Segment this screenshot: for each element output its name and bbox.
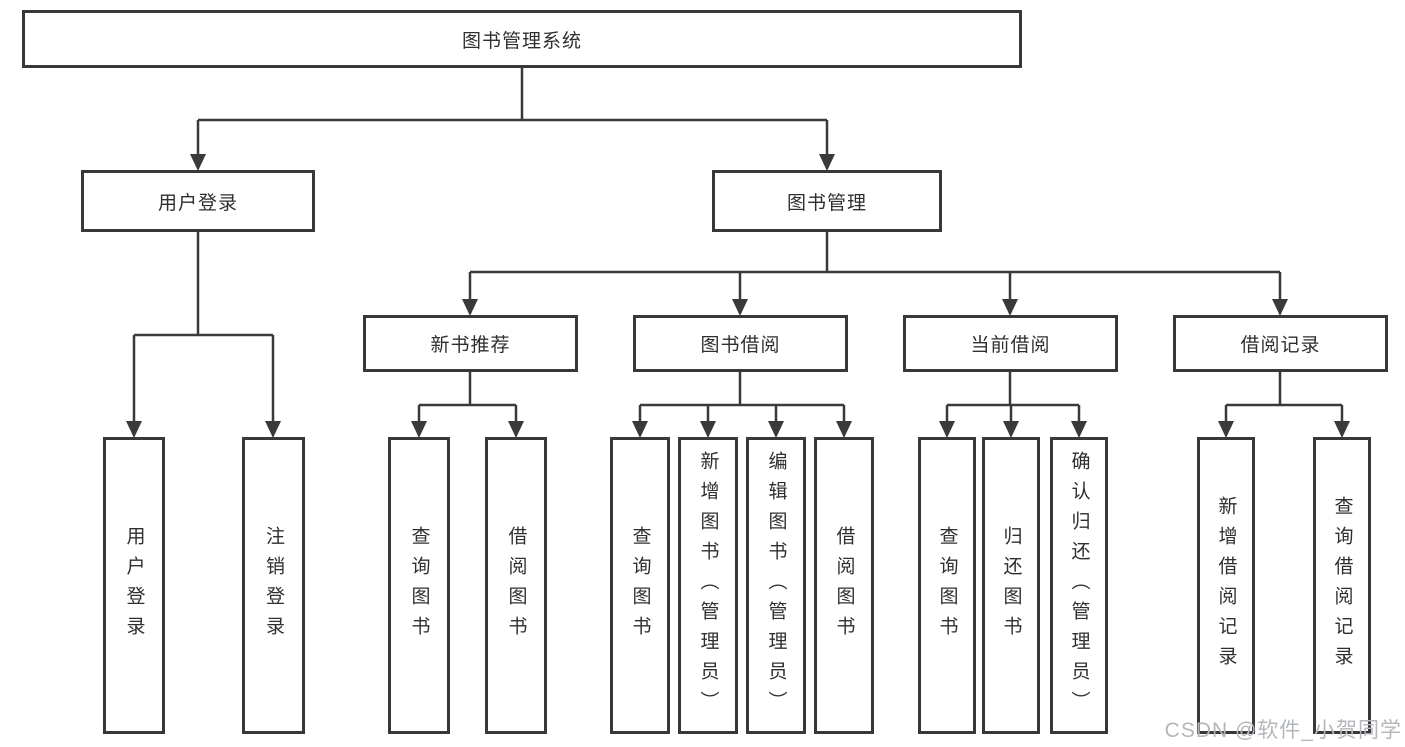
arrow-icon <box>819 154 835 171</box>
connector-current-to-leaves <box>945 372 1081 424</box>
connector-userlogin-to-leaves <box>132 232 275 424</box>
node-leaf-query-books-current: 查询图书 <box>918 437 976 734</box>
node-borrow-records: 借阅记录 <box>1173 315 1388 372</box>
leaf-label: 查询图书 <box>408 525 430 646</box>
leaf-label: 注销登录 <box>263 525 284 646</box>
leaf-label: 编辑图书（管理员） <box>765 450 787 721</box>
node-current-borrow: 当前借阅 <box>903 315 1118 372</box>
node-new-book-recommend: 新书推荐 <box>363 315 578 372</box>
arrow-icon <box>1002 299 1018 316</box>
leaf-label: 新增图书（管理员） <box>697 450 719 721</box>
csdn-watermark: CSDN @软件_小贺同学 <box>1164 719 1402 742</box>
arrow-icon <box>836 421 852 438</box>
node-leaf-query-books-recommend: 查询图书 <box>388 437 450 734</box>
arrow-icon <box>732 299 748 316</box>
leaf-label: 查询借阅记录 <box>1331 495 1353 676</box>
arrow-icon <box>411 421 427 438</box>
leaf-label: 归还图书 <box>1000 525 1022 646</box>
leaf-label: 借阅图书 <box>833 525 855 646</box>
arrow-icon <box>768 421 784 438</box>
leaf-label: 确认归还（管理员） <box>1068 450 1090 721</box>
arrowheads <box>126 154 1350 438</box>
node-user-login-group: 用户登录 <box>81 170 315 232</box>
node-leaf-borrow-books-recommend: 借阅图书 <box>485 437 547 734</box>
arrow-icon <box>126 421 142 438</box>
node-book-management: 图书管理 <box>712 170 942 232</box>
leaf-label: 新增借阅记录 <box>1215 495 1237 676</box>
node-leaf-add-borrow-record: 新增借阅记录 <box>1197 437 1255 734</box>
leaf-label: 借阅图书 <box>505 525 527 646</box>
node-leaf-return-books: 归还图书 <box>982 437 1040 734</box>
arrow-icon <box>939 421 955 438</box>
arrow-icon <box>508 421 524 438</box>
node-leaf-user-login: 用户登录 <box>103 437 165 734</box>
arrow-icon <box>1003 421 1019 438</box>
node-leaf-query-borrow-record: 查询借阅记录 <box>1313 437 1371 734</box>
arrow-icon <box>1334 421 1350 438</box>
leaf-label: 用户登录 <box>123 525 145 646</box>
connector-root-to-level2 <box>196 68 829 157</box>
node-leaf-borrow-books: 借阅图书 <box>814 437 874 734</box>
arrow-icon <box>1272 299 1288 316</box>
connector-recommend-to-leaves <box>417 372 518 424</box>
arrow-icon <box>700 421 716 438</box>
node-leaf-edit-books-admin: 编辑图书（管理员） <box>746 437 806 734</box>
arrow-icon <box>190 154 206 171</box>
arrow-icon <box>1218 421 1234 438</box>
arrow-icon <box>462 299 478 316</box>
node-leaf-confirm-return-admin: 确认归还（管理员） <box>1050 437 1108 734</box>
node-library-system: 图书管理系统 <box>22 10 1022 68</box>
node-leaf-add-books-admin: 新增图书（管理员） <box>678 437 738 734</box>
connector-bookmgmt-to-level3 <box>468 232 1282 302</box>
connector-records-to-leaves <box>1224 372 1344 424</box>
node-leaf-query-books-borrow: 查询图书 <box>610 437 670 734</box>
leaf-label: 查询图书 <box>629 525 651 646</box>
arrow-icon <box>265 421 281 438</box>
leaf-label: 查询图书 <box>936 525 958 646</box>
node-book-borrow: 图书借阅 <box>633 315 848 372</box>
arrow-icon <box>632 421 648 438</box>
arrow-icon <box>1071 421 1087 438</box>
connector-borrow-to-leaves <box>638 372 846 424</box>
node-leaf-logout: 注销登录 <box>242 437 305 734</box>
